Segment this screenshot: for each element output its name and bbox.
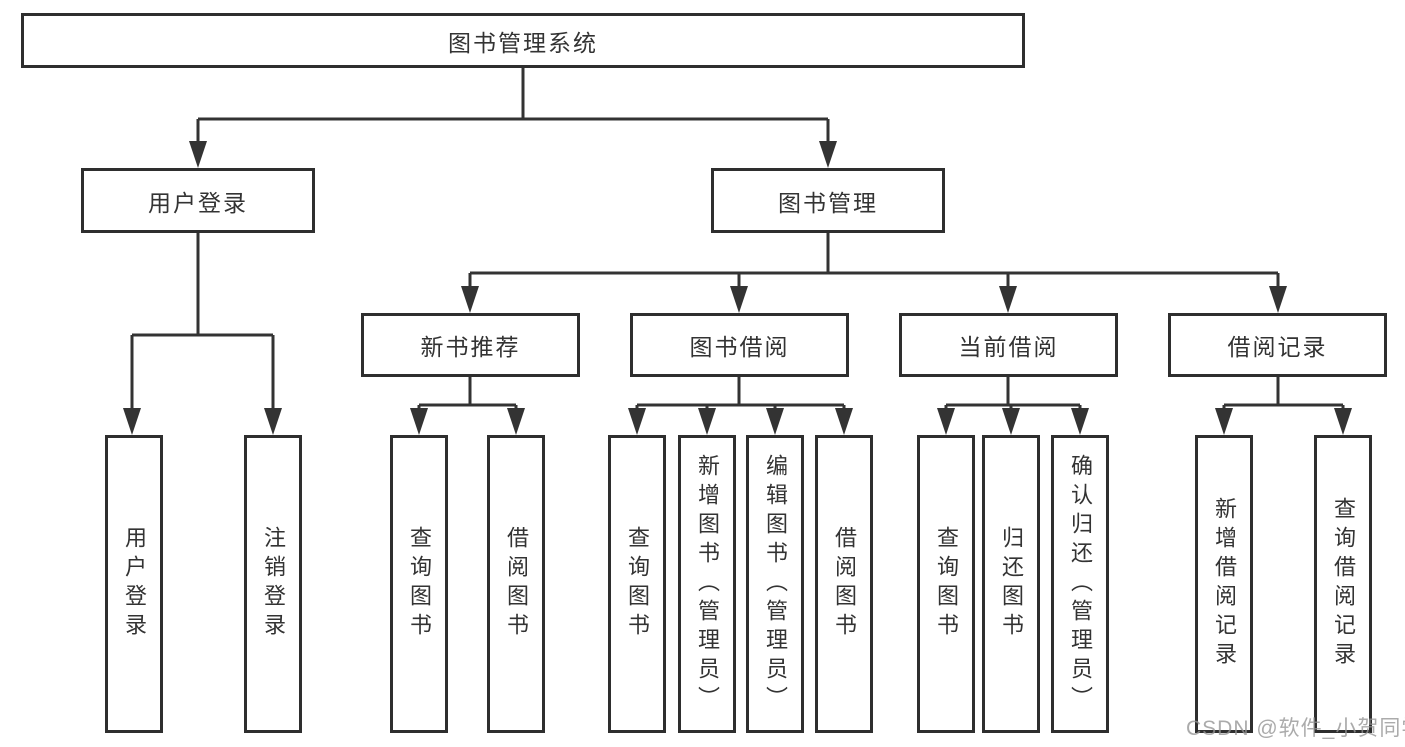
node-root-library-system: 图书管理系统 <box>21 13 1025 68</box>
leaf-borrow-books-label: 借阅图书 <box>832 526 857 642</box>
leaf-confirm-return-admin-label: 确认归还（管理员） <box>1068 453 1093 715</box>
leaf-edit-book-admin-label: 编辑图书（管理员） <box>763 453 788 715</box>
node-current-borrow: 当前借阅 <box>899 313 1118 377</box>
leaf-add-book-admin-label: 新增图书（管理员） <box>695 453 720 715</box>
arrow-down-icons <box>123 141 1352 435</box>
node-user-login: 用户登录 <box>81 168 315 233</box>
node-book-borrow: 图书借阅 <box>630 313 849 377</box>
leaf-add-borrow-record: 新增借阅记录 <box>1195 435 1253 733</box>
leaf-confirm-return-admin: 确认归还（管理员） <box>1051 435 1109 733</box>
node-borrow-records-label: 借阅记录 <box>1227 334 1328 360</box>
leaf-borrow-books-recommend: 借阅图书 <box>487 435 545 733</box>
leaf-query-books-recommend-label: 查询图书 <box>407 526 432 642</box>
leaf-borrow-books: 借阅图书 <box>815 435 873 733</box>
node-user-login-label: 用户登录 <box>148 189 248 216</box>
leaf-add-book-admin: 新增图书（管理员） <box>678 435 736 733</box>
leaf-query-borrow-record-label: 查询借阅记录 <box>1331 497 1356 671</box>
leaf-query-books-recommend: 查询图书 <box>390 435 448 733</box>
leaf-edit-book-admin: 编辑图书（管理员） <box>746 435 804 733</box>
node-borrow-records: 借阅记录 <box>1168 313 1387 377</box>
node-new-book-recommend: 新书推荐 <box>361 313 580 377</box>
leaf-user-login: 用户登录 <box>105 435 163 733</box>
leaf-query-borrow-record: 查询借阅记录 <box>1314 435 1372 733</box>
node-book-management-label: 图书管理 <box>778 189 878 216</box>
leaf-user-login-label: 用户登录 <box>122 526 147 642</box>
leaf-logout-label: 注销登录 <box>261 526 286 642</box>
node-book-borrow-label: 图书借阅 <box>689 334 790 360</box>
leaf-query-books-borrow-label: 查询图书 <box>625 526 650 642</box>
leaf-query-books-current-label: 查询图书 <box>934 526 959 642</box>
leaf-query-books-borrow: 查询图书 <box>608 435 666 733</box>
leaf-add-borrow-record-label: 新增借阅记录 <box>1212 497 1237 671</box>
node-book-management: 图书管理 <box>711 168 945 233</box>
csdn-watermark: CSDN @软件_小贺同学 <box>1186 717 1405 740</box>
leaf-return-books: 归还图书 <box>982 435 1040 733</box>
node-new-book-recommend-label: 新书推荐 <box>420 334 521 360</box>
leaf-borrow-books-recommend-label: 借阅图书 <box>504 526 529 642</box>
node-root-label: 图书管理系统 <box>448 29 598 56</box>
node-current-borrow-label: 当前借阅 <box>958 334 1059 360</box>
leaf-logout: 注销登录 <box>244 435 302 733</box>
leaf-return-books-label: 归还图书 <box>999 526 1024 642</box>
leaf-query-books-current: 查询图书 <box>917 435 975 733</box>
